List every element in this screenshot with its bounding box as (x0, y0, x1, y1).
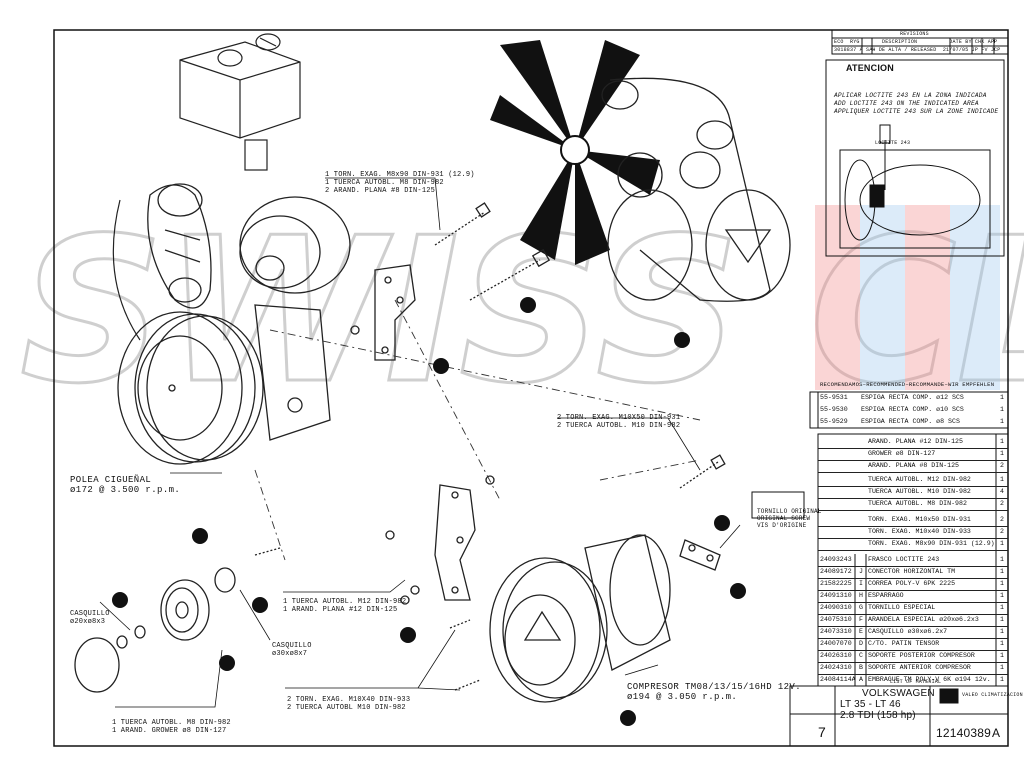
tensioner-arm (147, 183, 212, 309)
belt-drive (601, 77, 791, 302)
idler-pulley (74, 567, 236, 693)
svg-text:SWISS CLIMA: SWISS CLIMA (20, 195, 1024, 428)
hardware-row: TORN. EXAG. M8x90 DIN-931 (12.9)1 (818, 538, 1008, 551)
company-name: VALEO CLIMATIZACION (962, 692, 1023, 698)
center-lines (254, 299, 701, 561)
recommended-header: RECOMENDAMOS–RECOMMENDED–RECOMMANDE–WIR … (820, 381, 995, 388)
attention-title: ATENCION (846, 63, 894, 73)
list-of-material-label: LIST OF MATERIAL (890, 679, 942, 685)
parts-list-frame (817, 433, 1009, 687)
crank-pulley (117, 311, 264, 465)
balloon-markers (112, 297, 746, 726)
original-screw-box (751, 491, 805, 519)
upper-bracket (374, 264, 416, 361)
callout-bolt-top: 1 TORN. EXAG. M8x90 DIN-931 (12.9)1 TUER… (325, 171, 475, 195)
title-line3: 2.8 TDI (158 hp) (840, 710, 916, 721)
revision-table (831, 29, 1009, 55)
tensioner-pulley (239, 196, 351, 441)
attention-callout: LOCTITE 243 (875, 140, 911, 146)
revisions-title: REVISIONS (900, 31, 929, 37)
attention-box (825, 59, 1005, 257)
bolts (254, 202, 726, 691)
recommended-box (809, 391, 1009, 429)
drawing-frame (53, 29, 1009, 747)
revisions-header: ECO RYG DESCRIPTION DATE BY CHK APP (834, 39, 998, 45)
drawing-number: 12140389 (936, 726, 991, 740)
watermark-flag (815, 205, 1000, 390)
engine-block (112, 33, 301, 341)
sheet-number: 7 (818, 724, 826, 740)
title-line1: VOLKSWAGEN (862, 688, 935, 699)
callout-compressor: COMPRESOR TM08/13/15/16HD 12V.ø194 @ 3.0… (627, 682, 802, 702)
drawing-revision: A (992, 726, 1001, 740)
title-block (789, 685, 1009, 747)
leader-lines (99, 177, 741, 708)
lower-bracket (434, 484, 476, 601)
watermark: SWISS CLIMA (19, 194, 1024, 430)
compressor (489, 534, 721, 703)
revisions-row: 3018837 A SAH DE ALTA / RELEASED 21/07/0… (834, 47, 1001, 53)
title-line2: LT 35 - LT 46 (840, 699, 901, 710)
cooling-fan (490, 40, 660, 265)
